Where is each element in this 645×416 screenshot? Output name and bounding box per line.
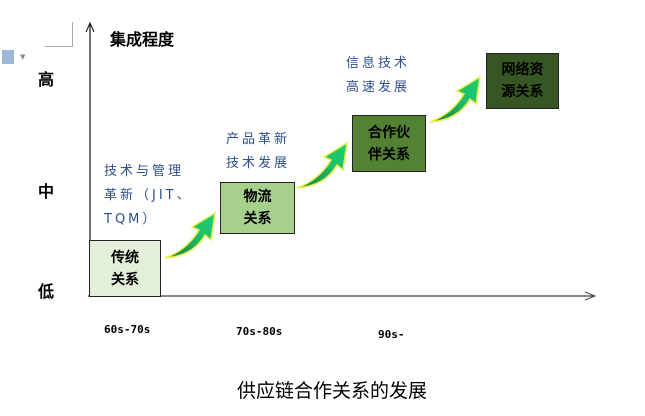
stage-line2: 源关系 xyxy=(501,84,544,100)
driver-product-innovation: 产品革新 技术发展 xyxy=(226,128,290,176)
stage-line1: 合作伙 xyxy=(368,124,410,141)
y-axis-arrowhead xyxy=(85,21,95,33)
stage-line1: 传统 xyxy=(111,249,139,266)
stage-logistics: 物流关系 xyxy=(220,182,295,234)
progress-arrow-icon xyxy=(164,211,216,259)
stage-line1: 物流 xyxy=(243,189,272,205)
level-high: 高 xyxy=(38,70,55,89)
x-axis-arrowhead xyxy=(584,291,597,301)
progress-arrow-icon xyxy=(429,75,481,123)
driver-tech-management: 技术与管理 革新（JIT、 TQM） xyxy=(104,160,193,232)
level-low: 低 xyxy=(38,282,55,301)
y-axis-title: 集成程度 xyxy=(110,30,175,49)
diagram-caption: 供应链合作关系的发展 xyxy=(237,380,428,402)
stage-line2: 关系 xyxy=(243,211,272,227)
stage-line2: 关系 xyxy=(111,271,139,288)
driver-line: 技术与管理 xyxy=(104,164,185,179)
stage-line1: 网络资 xyxy=(501,62,544,78)
driver-line: 技术发展 xyxy=(226,156,291,171)
stage-network-resources: 网络资源关系 xyxy=(486,53,559,109)
stage-traditional: 传统关系 xyxy=(89,240,161,297)
progress-arrow-icon xyxy=(296,141,348,189)
driver-line: 高速发展 xyxy=(346,80,411,95)
dropdown-icon[interactable]: ▼ xyxy=(20,53,26,61)
document-icon[interactable] xyxy=(2,50,14,64)
x-label-60s-70s: 60s-70s xyxy=(104,323,151,336)
x-label-90s: 90s- xyxy=(378,328,405,341)
stage-partnership: 合作伙伴关系 xyxy=(352,115,426,172)
level-mid: 中 xyxy=(38,182,55,201)
driver-line: 信息技术 xyxy=(346,56,411,71)
driver-line: TQM） xyxy=(104,212,159,227)
driver-line: 产品革新 xyxy=(226,132,291,147)
stage-line2: 伴关系 xyxy=(368,146,410,163)
driver-it-development: 信息技术 高速发展 xyxy=(346,52,410,100)
x-label-70s-80s: 70s-80s xyxy=(236,325,283,338)
page-corner-mark xyxy=(45,22,73,47)
driver-line: 革新（JIT、 xyxy=(104,188,193,203)
